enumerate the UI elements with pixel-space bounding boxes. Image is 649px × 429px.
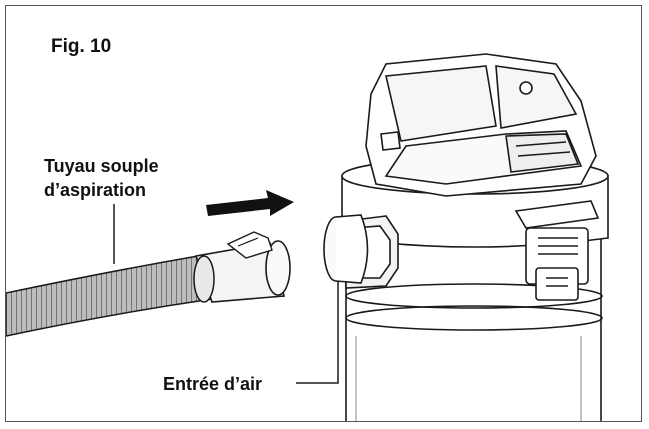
- insert-direction-arrow: [206, 190, 294, 216]
- suction-hose: [6, 231, 291, 337]
- figure-frame: Fig. 10 Tuyau souple d’aspiration Entrée…: [5, 5, 642, 422]
- hose-callout-line-2: d’aspiration: [44, 180, 147, 200]
- hose-callout-line-1: Tuyau souple: [44, 156, 159, 176]
- figure-title: Fig. 10: [51, 36, 112, 57]
- hose-callout-label: Tuyau souple d’aspiration: [44, 154, 159, 202]
- vacuum-illustration: [6, 53, 609, 421]
- inlet-leader-line: [296, 276, 339, 384]
- vacuum-body: [323, 53, 609, 421]
- inlet-callout-label: Entrée d’air: [163, 374, 263, 394]
